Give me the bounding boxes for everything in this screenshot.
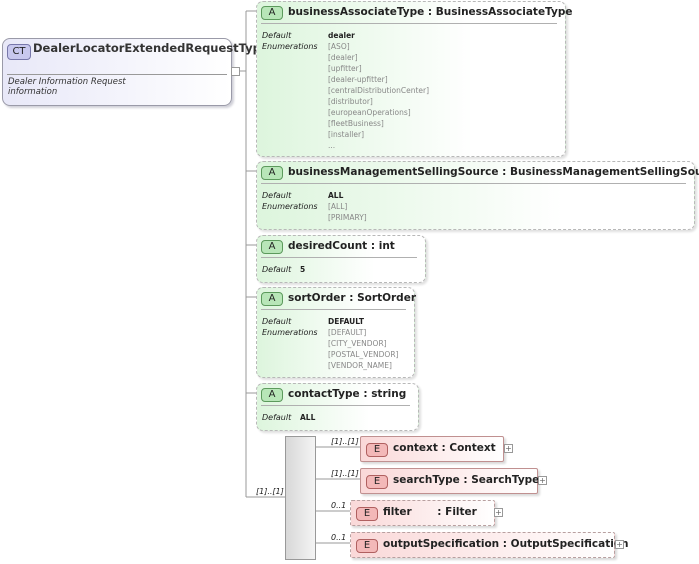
element-node[interactable]: E searchType : SearchType (360, 468, 540, 494)
collapse-toggle-icon[interactable] (231, 67, 240, 76)
enumeration-list: [DEFAULT] [CITY_VENDOR] [POSTAL_VENDOR] … (328, 328, 399, 370)
default-label: Default (262, 413, 292, 422)
complex-type-name: DealerLocatorExtendedRequestType (33, 41, 269, 55)
attribute-title: businessAssociateType : BusinessAssociat… (288, 6, 573, 18)
default-value: dealer (328, 31, 355, 40)
element-title: context : Context (393, 442, 496, 454)
expand-icon[interactable]: + (538, 476, 547, 485)
attribute-badge: A (261, 292, 283, 306)
complex-type-node[interactable]: CT DealerLocatorExtendedRequestType Deal… (2, 38, 269, 106)
element-node[interactable]: E context : Context (360, 436, 504, 462)
default-value: 5 (300, 265, 306, 274)
attribute-title: sortOrder : SortOrder (288, 292, 417, 304)
element-badge: E (366, 475, 388, 489)
attribute-node[interactable]: A contactType : string Default ALL (256, 383, 419, 431)
expand-icon[interactable]: + (615, 540, 624, 549)
default-label: Default (262, 31, 292, 40)
element-title: outputSpecification : OutputSpecificatio… (383, 538, 629, 550)
expand-icon[interactable]: + (504, 444, 513, 453)
default-value: ALL (328, 191, 344, 200)
attribute-title: desiredCount : int (288, 240, 395, 252)
divider (261, 23, 557, 24)
element-badge: E (356, 539, 378, 553)
attribute-node[interactable]: A businessAssociateType : BusinessAssoci… (256, 1, 572, 157)
complex-type-badge: CT (7, 44, 31, 60)
element-cardinality: [1]..[1] (331, 469, 359, 478)
enumerations-label: Enumerations (262, 202, 318, 211)
sequence-cardinality: [1]..[1] (256, 487, 284, 496)
attribute-node[interactable]: A desiredCount : int Default 5 (256, 235, 426, 283)
element-cardinality: [1]..[1] (331, 437, 359, 446)
element-badge: E (366, 443, 388, 457)
default-label: Default (262, 317, 292, 326)
divider (261, 309, 406, 310)
default-label: Default (262, 265, 292, 274)
enumerations-label: Enumerations (262, 42, 318, 51)
element-title: searchType : SearchType (393, 474, 540, 486)
divider (261, 257, 417, 258)
default-value: ALL (300, 413, 316, 422)
attribute-badge: A (261, 6, 283, 20)
element-badge: E (356, 507, 378, 521)
attribute-title: contactType : string (288, 388, 407, 400)
attribute-badge: A (261, 388, 283, 402)
enumeration-list: [ALL] [PRIMARY] (328, 202, 367, 222)
divider (261, 405, 410, 406)
element-title: filter : Filter (383, 506, 477, 518)
enumerations-label: Enumerations (262, 328, 318, 337)
complex-type-documentation: Dealer Information Request information (8, 77, 126, 97)
element-node[interactable]: E outputSpecification : OutputSpecificat… (350, 532, 629, 558)
divider (7, 74, 227, 75)
attribute-node[interactable]: A businessManagementSellingSource : Busi… (256, 161, 699, 230)
element-cardinality: 0..1 (331, 501, 347, 510)
element-cardinality: 0..1 (331, 533, 347, 542)
sequence-compositor[interactable] (285, 436, 316, 560)
default-label: Default (262, 191, 292, 200)
attribute-badge: A (261, 166, 283, 180)
attribute-badge: A (261, 240, 283, 254)
expand-icon[interactable]: + (494, 508, 503, 517)
element-node[interactable]: E filter : Filter (350, 500, 495, 526)
attribute-node[interactable]: A sortOrder : SortOrder Default Enumerat… (256, 287, 417, 378)
attribute-title: businessManagementSellingSource : Busine… (288, 166, 699, 178)
divider (261, 183, 686, 184)
default-value: DEFAULT (328, 317, 364, 326)
enumeration-list: [ASO] [dealer] [upfitter] [dealer-upfitt… (328, 42, 430, 150)
